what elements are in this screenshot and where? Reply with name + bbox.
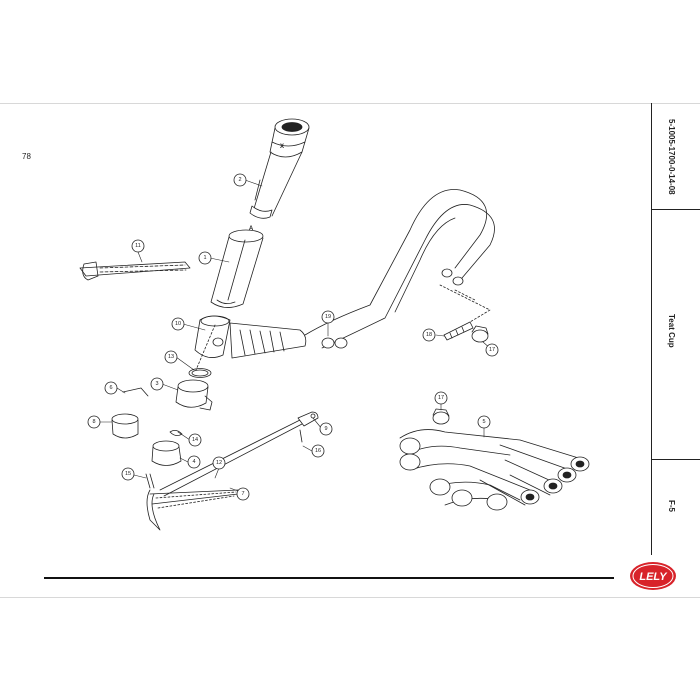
- page-top-border: [0, 103, 700, 104]
- callout-leaders: [99, 179, 492, 492]
- part-13-ring-inner: [191, 369, 209, 377]
- title-block-separator-1: [651, 209, 700, 210]
- callout-9: 9: [324, 426, 327, 432]
- callout-7: 7: [241, 491, 244, 497]
- callout-4: 4: [192, 459, 195, 465]
- logo-text: LELY: [639, 571, 668, 583]
- page-number: 78: [22, 152, 31, 161]
- part-5-hose-manifold: [399, 429, 590, 511]
- callout-17: 17: [489, 347, 495, 353]
- callout-2: 2: [238, 177, 241, 183]
- callout-18: 18: [426, 332, 432, 338]
- callout-5: 5: [482, 419, 485, 425]
- part-2-liner-head: [249, 118, 310, 219]
- assembly-guide-lines: [195, 284, 491, 371]
- part-11-rail: [79, 261, 191, 281]
- callout-8: 8: [92, 419, 95, 425]
- part-18-nipple: [443, 321, 474, 341]
- part-12-chain: [155, 491, 237, 509]
- callout-6: 6: [109, 385, 112, 391]
- part-15-pin: [145, 473, 155, 489]
- callout-11: 11: [135, 243, 141, 249]
- part-3-adapter: [175, 379, 213, 411]
- title-block-separator-2: [651, 459, 700, 460]
- callout-17-lower: 17: [438, 395, 444, 401]
- part-8-collar: [111, 413, 139, 439]
- part-17-clamp: [471, 325, 489, 343]
- part-6-hex-key: [122, 387, 149, 397]
- callout-12: 12: [216, 460, 222, 466]
- page-bottom-border: [0, 597, 700, 598]
- callout-10: 10: [175, 321, 181, 327]
- part-14-clip: [169, 430, 183, 436]
- part-7-cord: [146, 419, 303, 531]
- part-19-long-hose: [304, 189, 495, 349]
- part-13-ring: [188, 368, 212, 378]
- lely-logo: LELY: [630, 562, 676, 590]
- callout-14: 14: [192, 437, 198, 443]
- marker-x: X: [280, 144, 284, 150]
- callout-15: 15: [125, 471, 131, 477]
- part-17-clamp-lower: [432, 408, 450, 425]
- callout-1: 1: [203, 255, 206, 261]
- callout-circles: [87, 173, 499, 501]
- marker-a: A: [249, 226, 254, 232]
- callout-3: 3: [155, 381, 158, 387]
- footer-rule: [44, 577, 614, 579]
- callout-19: 19: [325, 314, 331, 320]
- part-4-bottom-adapter: [151, 440, 182, 466]
- title-block-divider: [651, 103, 652, 555]
- part-9-bracket: [297, 411, 319, 443]
- callout-16: 16: [315, 448, 321, 454]
- callout-13: 13: [168, 354, 174, 360]
- part-1-shell: [210, 229, 264, 308]
- part-10-head: [194, 315, 307, 359]
- callout-labels: 2 1 11 10 13 3 6 8 14 4 12 7 15 16 9 19 …: [92, 177, 495, 497]
